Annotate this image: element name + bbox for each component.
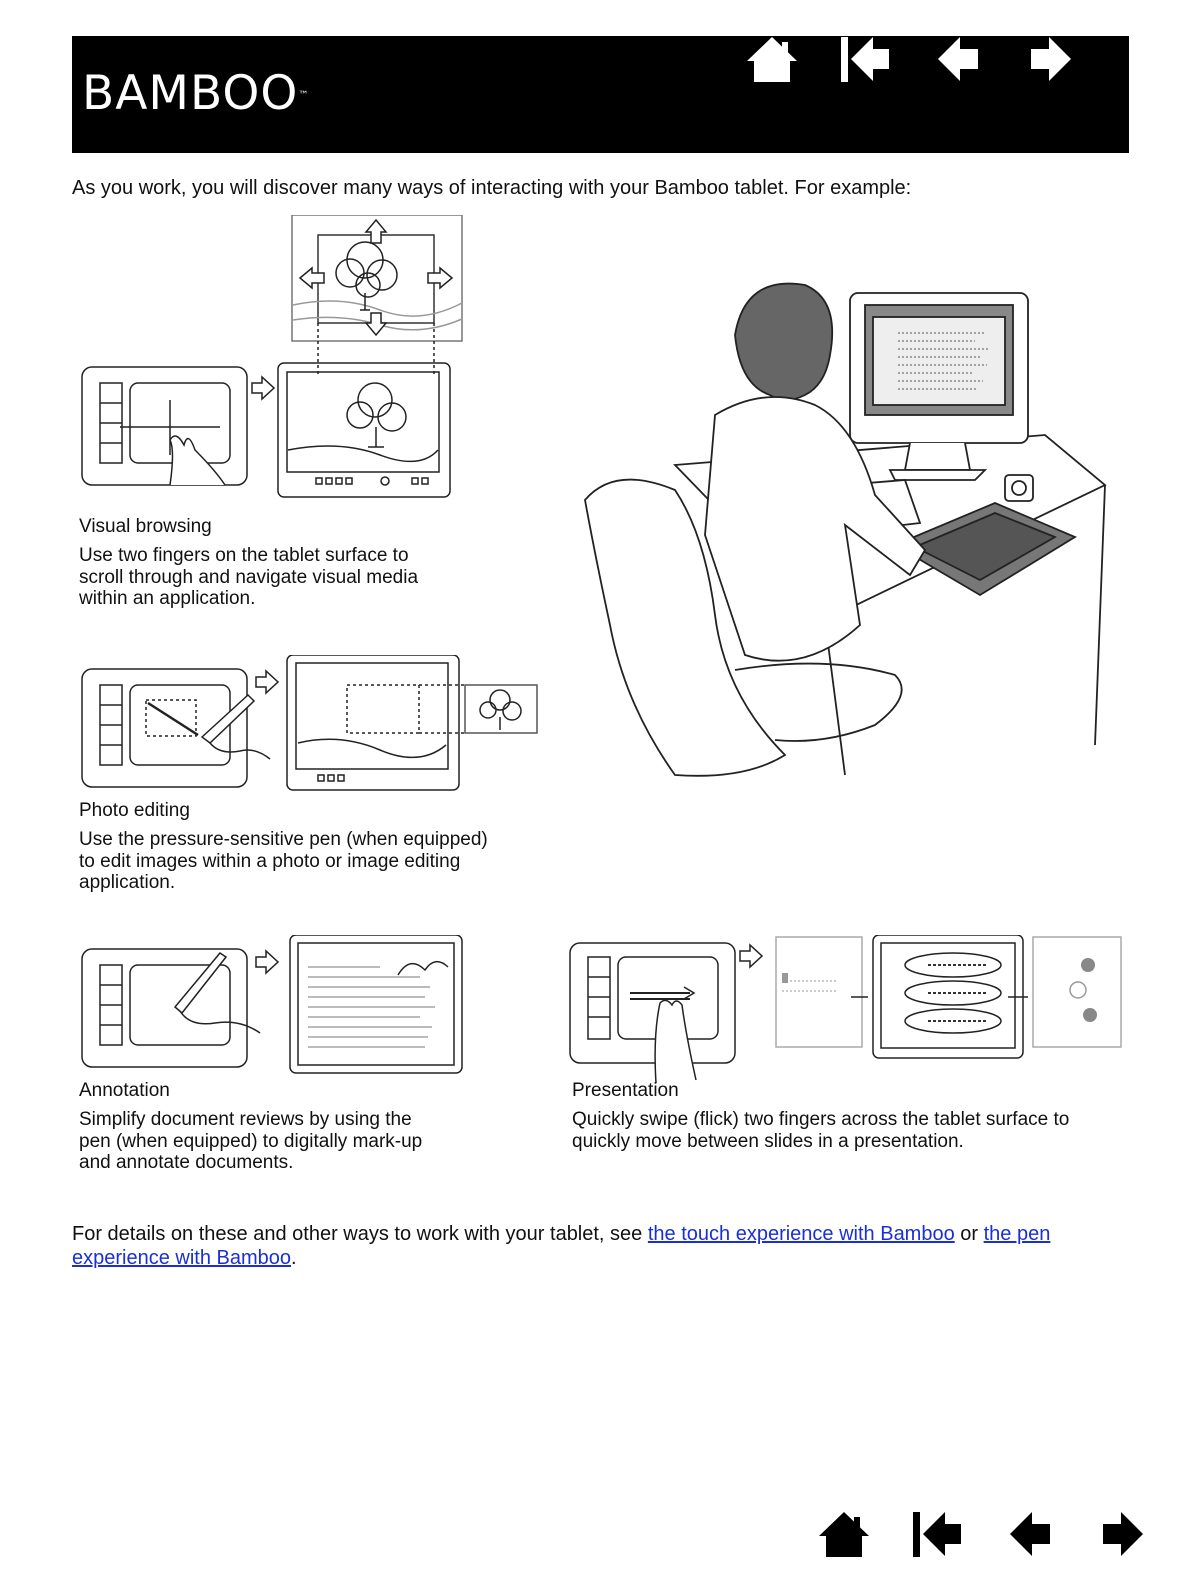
visual-browsing-body: Use two fingers on the tablet surface to… xyxy=(79,545,418,610)
next-page-button-bottom[interactable] xyxy=(1076,1509,1169,1559)
logo-trademark: ™ xyxy=(298,90,310,101)
annotation-illustration xyxy=(81,935,463,1074)
annotation-line-3: and annotate documents. xyxy=(79,1152,294,1173)
bottom-navigation xyxy=(797,1509,1169,1559)
next-page-icon xyxy=(1030,37,1071,81)
next-page-button[interactable] xyxy=(1004,34,1097,84)
presentation-body: Quickly swipe (flick) two fingers across… xyxy=(572,1109,1069,1152)
annotation-body: Simplify document reviews by using the p… xyxy=(79,1109,422,1174)
intro-text: As you work, you will discover many ways… xyxy=(72,177,912,199)
visual-browsing-line-3: within an application. xyxy=(79,588,256,609)
presentation-line-1: Quickly swipe (flick) two fingers across… xyxy=(572,1109,1070,1130)
home-icon xyxy=(818,1512,869,1557)
desk-scene-illustration xyxy=(584,282,1107,777)
first-page-icon xyxy=(912,1512,961,1557)
first-page-icon xyxy=(840,37,889,82)
photo-editing-line-2: to edit images within a photo or image e… xyxy=(79,850,461,872)
home-button[interactable] xyxy=(725,34,818,84)
visual-browsing-title: Visual browsing xyxy=(79,516,212,537)
presentation-illustration xyxy=(569,935,1122,1084)
photo-editing-line-3: application. xyxy=(79,872,176,893)
visual-browsing-line-2: scroll through and navigate visual media xyxy=(79,566,419,588)
photo-editing-illustration xyxy=(81,655,538,791)
top-navigation xyxy=(725,34,1097,84)
previous-page-button[interactable] xyxy=(911,34,1004,84)
first-page-button[interactable] xyxy=(818,34,911,84)
home-icon xyxy=(746,37,797,82)
footer-text-after: . xyxy=(291,1247,297,1269)
previous-page-button-bottom[interactable] xyxy=(983,1509,1076,1559)
photo-editing-body: Use the pressure-sensitive pen (when equ… xyxy=(79,829,488,894)
bamboo-logo: BAMBOO™ xyxy=(82,70,309,117)
annotation-line-1: Simplify document reviews by using the xyxy=(79,1109,412,1130)
footer-text-before: For details on these and other ways to w… xyxy=(72,1223,648,1245)
touch-experience-link[interactable]: the touch experience with Bamboo xyxy=(647,1223,955,1245)
pen-experience-link[interactable]: the pen experience with Bamboo xyxy=(72,1223,1051,1269)
home-button-bottom[interactable] xyxy=(797,1509,890,1559)
presentation-line-2: quickly move between slides in a present… xyxy=(572,1130,964,1152)
annotation-title: Annotation xyxy=(79,1080,170,1101)
annotation-line-2: pen (when equipped) to digitally mark-up xyxy=(79,1130,423,1152)
previous-page-icon xyxy=(937,37,978,81)
next-page-icon xyxy=(1102,1512,1143,1556)
previous-page-icon xyxy=(1009,1512,1050,1556)
presentation-title: Presentation xyxy=(572,1080,679,1101)
footer-text-middle: or xyxy=(954,1223,984,1245)
photo-editing-title: Photo editing xyxy=(79,800,190,821)
visual-browsing-line-1: Use two fingers on the tablet surface to xyxy=(79,545,409,566)
visual-browsing-illustration xyxy=(81,215,463,498)
photo-editing-line-1: Use the pressure-sensitive pen (when equ… xyxy=(79,829,488,850)
logo-text: BAMBOO xyxy=(82,66,299,121)
first-page-button-bottom[interactable] xyxy=(890,1509,983,1559)
footer-paragraph: For details on these and other ways to w… xyxy=(72,1222,1132,1270)
